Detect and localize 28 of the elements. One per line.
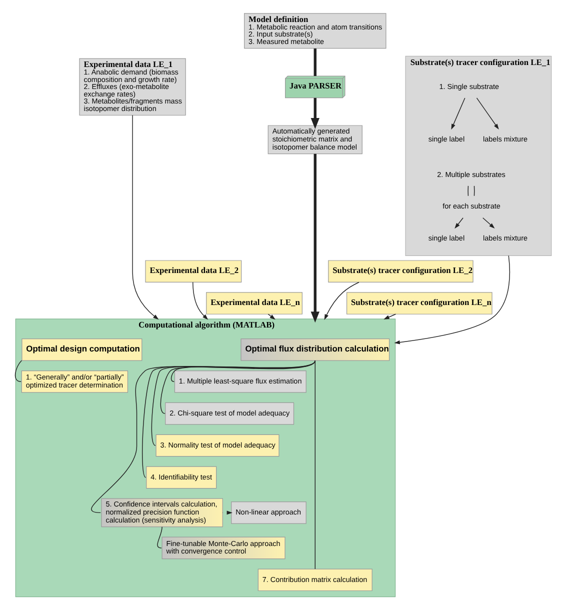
arrow [451, 98, 466, 130]
connector [91, 360, 316, 514]
arrow [132, 114, 159, 320]
arrow [192, 282, 208, 320]
arrow [310, 154, 320, 323]
node-box: Substrate(s) tracer configuration LE_2 [328, 260, 474, 282]
connector [142, 360, 316, 478]
arrow [454, 218, 464, 229]
arrow [482, 218, 495, 229]
connector [314, 360, 316, 570]
node-box: Optimal design computation [22, 338, 142, 361]
arrow [268, 314, 276, 320]
connector [474, 186, 475, 196]
node-box: Experimental data LE_n [206, 292, 302, 314]
arrow [310, 98, 320, 130]
node-box: Experimental data LE_2 [145, 260, 242, 282]
connector [157, 526, 162, 548]
arrow [324, 282, 360, 320]
connector [170, 360, 316, 382]
connector [151, 360, 316, 446]
node-box: Optimal flux distribution calculation [240, 338, 390, 361]
connector [160, 360, 316, 414]
node-box: Substrate(s) tracer configuration LE_n [346, 292, 492, 314]
arrow [384, 314, 396, 320]
arrow [394, 255, 510, 344]
arrow [476, 98, 499, 130]
connector [468, 186, 469, 196]
connector [314, 48, 316, 76]
